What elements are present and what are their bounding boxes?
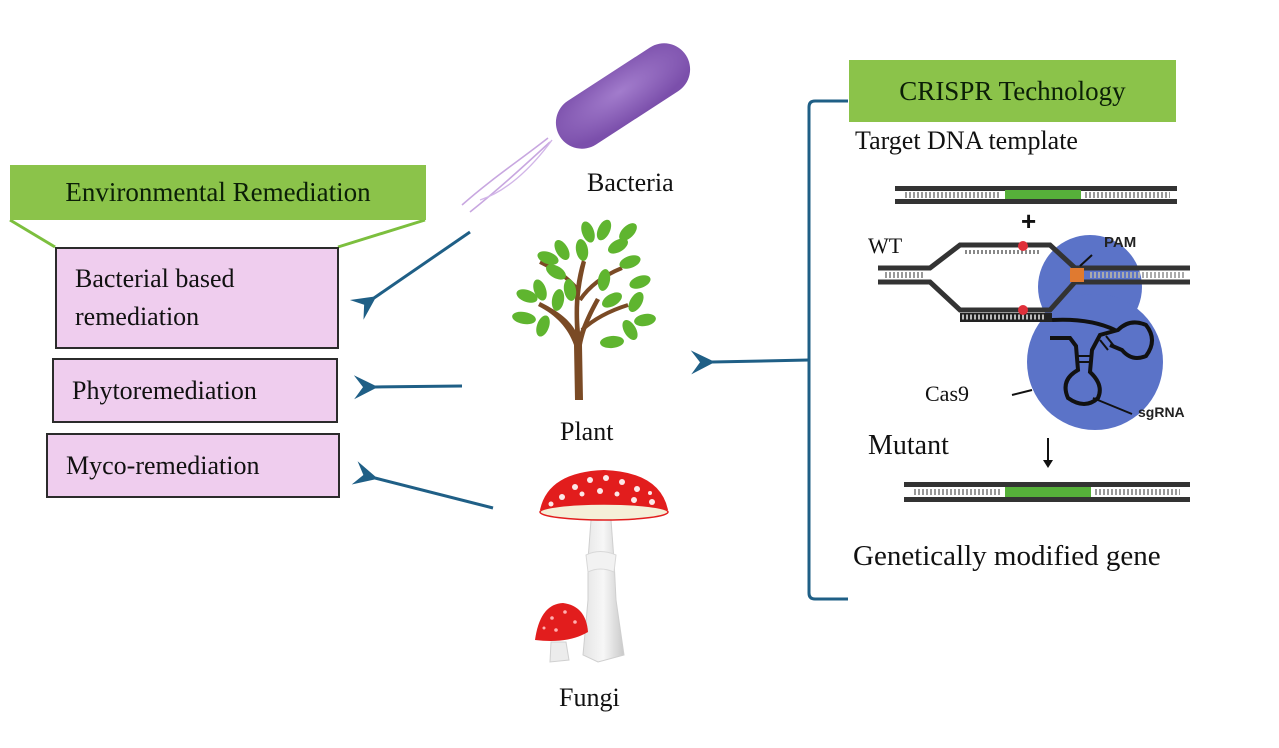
sgrna-label: sgRNA	[1138, 404, 1185, 420]
bacterium-icon	[461, 43, 691, 213]
environmental-remediation-title: Environmental Remediation	[65, 177, 371, 207]
cas9-label: Cas9	[925, 381, 969, 406]
crispr-technology-title: CRISPR Technology	[899, 75, 1126, 106]
sgrna-icon	[1011, 320, 1154, 415]
bacteria-label: Bacteria	[587, 168, 674, 197]
mutant-label: Mutant	[868, 430, 949, 461]
target-dna-template-strand	[895, 186, 1177, 204]
arrow-fungi-to-mycoremediation	[351, 461, 494, 510]
header-connector-lines	[9, 218, 426, 249]
fungi-label: Fungi	[559, 683, 620, 712]
pam-label: PAM	[1104, 234, 1137, 251]
target-dna-template-label: Target DNA template	[855, 126, 1078, 155]
phytoremediation-label: Phytoremediation	[72, 375, 257, 405]
mycoremediation-box: Myco-remediation	[46, 433, 340, 498]
plant-label: Plant	[560, 417, 614, 446]
mutant-dna-strand	[904, 482, 1190, 502]
tree-icon	[512, 219, 656, 400]
mycoremediation-label: Myco-remediation	[66, 450, 260, 480]
arrow-crispr-to-plant	[690, 350, 810, 375]
environmental-remediation-header: Environmental Remediation	[10, 165, 426, 220]
wt-dna-strand	[878, 241, 1190, 332]
pam-site	[1070, 268, 1084, 282]
down-arrow-icon	[1043, 438, 1053, 468]
wt-label: WT	[868, 233, 903, 258]
crispr-bracket	[807, 99, 848, 601]
arrow-plant-to-phytoremediation	[353, 375, 463, 400]
mushroom-icon	[535, 470, 669, 663]
cut-site-bottom	[1018, 305, 1028, 315]
plus-sign: +	[1021, 206, 1037, 236]
cut-site-top	[1018, 241, 1028, 251]
genetically-modified-gene-label: Genetically modified gene	[853, 540, 1161, 572]
bacterial-remediation-box: Bacterial based remediation	[55, 247, 339, 349]
modified-insert-segment	[1005, 487, 1091, 497]
bacterial-remediation-line2: remediation	[75, 302, 200, 331]
phytoremediation-box: Phytoremediation	[52, 358, 338, 423]
target-insert-segment	[1005, 190, 1081, 199]
crispr-technology-header: CRISPR Technology	[849, 60, 1176, 122]
bacterial-remediation-line1: Bacterial based	[75, 264, 235, 294]
arrow-bacteria-to-bacterial-remediation	[349, 230, 471, 320]
